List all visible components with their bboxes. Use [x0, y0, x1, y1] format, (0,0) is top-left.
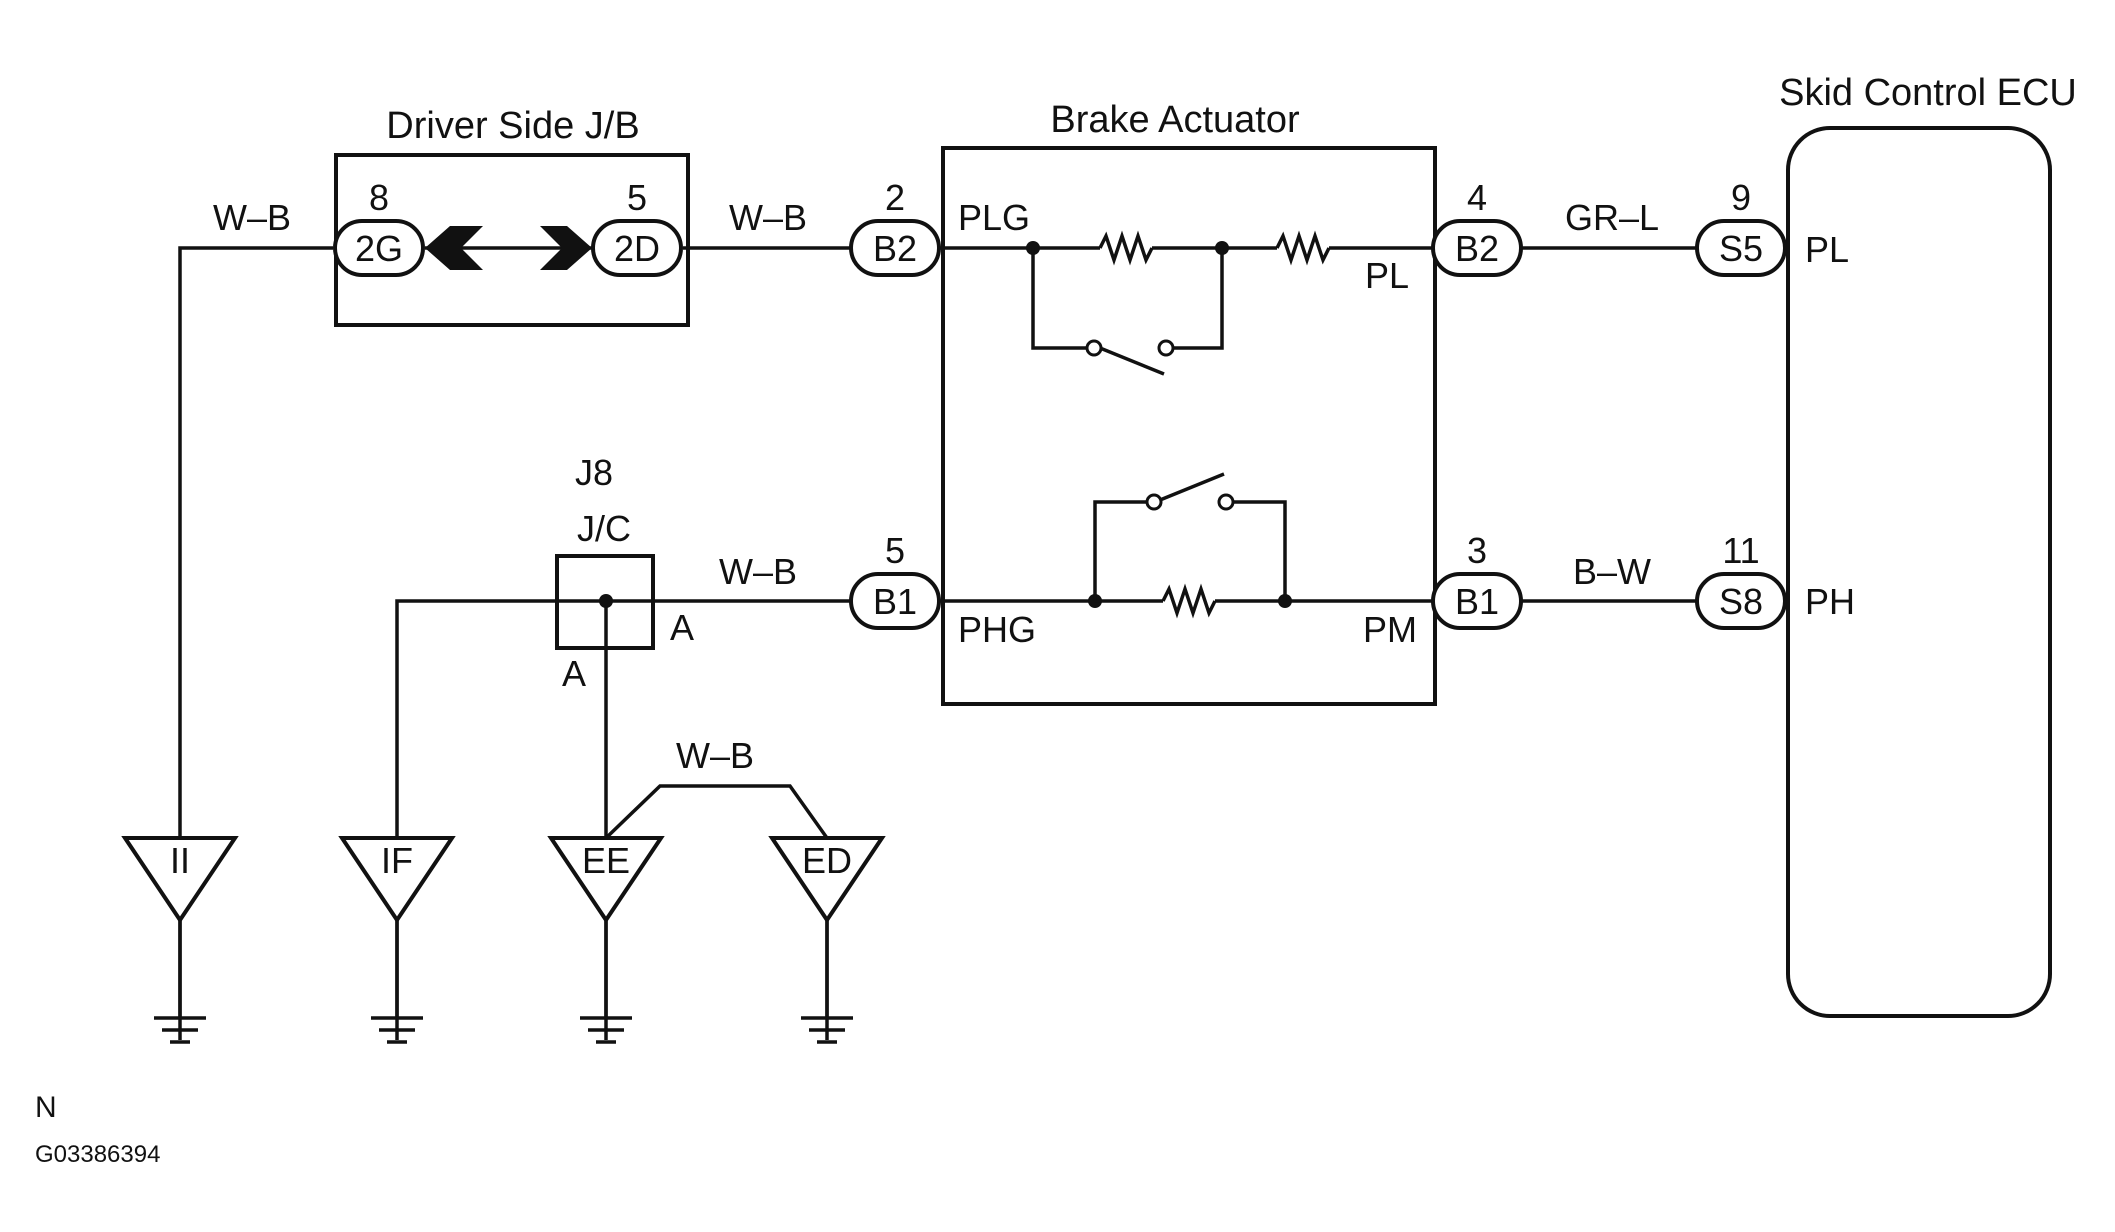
- connector-jb-2g: 2G8: [333, 177, 425, 277]
- actuator-box: [941, 146, 1437, 706]
- junction-dot: [599, 594, 613, 608]
- connector-body: [1695, 219, 1787, 277]
- connector-body: [591, 219, 683, 277]
- connector-code: B1: [873, 581, 917, 622]
- connector-pin-number: 5: [627, 177, 647, 218]
- connector-pin-number: 11: [1722, 530, 1759, 571]
- connector-act-pm-b1: B13: [1431, 530, 1523, 630]
- connector-pin-number: 9: [1731, 177, 1751, 218]
- wire-color-labels: W–B W–B W–B GR–L B–W W–B: [213, 197, 1659, 776]
- connector-body: [1431, 219, 1523, 277]
- terminal-plg: PLG: [958, 197, 1030, 238]
- actuator-title: Brake Actuator: [1050, 99, 1300, 141]
- act-upper-switch-loop: [1031, 248, 1088, 350]
- resistor-icon: [1161, 583, 1217, 619]
- connector-body: [1431, 572, 1523, 630]
- ground-if: IF: [338, 836, 456, 1044]
- grounds: II IF EE ED: [121, 836, 886, 1044]
- connector-act-phg-b1: B15: [849, 530, 941, 630]
- jc-terminal-a-right: A: [670, 607, 694, 648]
- ground-point-triangle: [121, 836, 239, 924]
- connector-code: B2: [1455, 228, 1499, 269]
- ground-point-label: II: [170, 840, 190, 881]
- ground-ee: EE: [547, 836, 665, 1044]
- connector-pin-number: 8: [369, 177, 389, 218]
- wire-color-actuator-to-ecu-pl: GR–L: [1565, 197, 1659, 238]
- connector-ecu-pl-s5: S59: [1695, 177, 1787, 277]
- connector-body: [849, 219, 941, 277]
- jc-box: [555, 554, 655, 650]
- connector-code: B1: [1455, 581, 1499, 622]
- wire-color-jc-to-actuator: W–B: [719, 551, 797, 592]
- chevron-left-icon: [425, 226, 483, 270]
- switch-contact: [1085, 339, 1103, 357]
- ground-ii: II: [121, 836, 239, 1044]
- connector-pin-number: 2: [885, 177, 905, 218]
- connector-code: B2: [873, 228, 917, 269]
- terminal-ph-ecu: PH: [1805, 581, 1855, 622]
- connector-body: [1695, 572, 1787, 630]
- wire-color-ii-to-jb: W–B: [213, 197, 291, 238]
- driver-side-jb: Driver Side J/B: [334, 105, 690, 327]
- wire-color-jb-to-actuator: W–B: [729, 197, 807, 238]
- figure-code: G03386394: [35, 1141, 160, 1168]
- connector-act-pl-b2: B24: [1431, 177, 1523, 277]
- jc-terminal-a-bottom: A: [562, 653, 586, 694]
- ground-point-label: ED: [802, 840, 852, 881]
- wire-ii-to-jb: [178, 246, 333, 1040]
- brake-actuator: Brake Actuator PLG PL PHG PM: [941, 99, 1437, 706]
- ground-ed: ED: [768, 836, 886, 1044]
- connector-pin-number: 5: [885, 530, 905, 571]
- junction-connector-j8: J8 J/C A A: [555, 452, 694, 694]
- jc-label: J/C: [577, 508, 631, 549]
- ecu-box: [1786, 126, 2052, 1018]
- jb-title: Driver Side J/B: [386, 105, 639, 147]
- connector-code: S8: [1719, 581, 1763, 622]
- wire-color-actuator-to-ecu-ph: B–W: [1573, 551, 1651, 592]
- terminal-pl-ecu: PL: [1805, 229, 1849, 270]
- switch-contact: [1157, 339, 1175, 357]
- act-upper-switch-return: [1173, 248, 1224, 350]
- switch-contact: [1217, 493, 1235, 511]
- connector-code: 2G: [355, 228, 403, 269]
- resistor-icon: [1275, 230, 1331, 266]
- connector-pin-number: 3: [1467, 530, 1487, 571]
- chevron-right-icon: [540, 226, 592, 270]
- wire-ee-to-ed: [604, 784, 829, 840]
- switch-contact: [1145, 493, 1163, 511]
- switch-icon: [1099, 346, 1165, 376]
- wire-color-ee-to-ed: W–B: [676, 735, 754, 776]
- terminal-pl-actuator: PL: [1365, 255, 1409, 296]
- switch-icon: [1159, 472, 1225, 502]
- jc-id: J8: [575, 452, 613, 493]
- resistor-icon: [1098, 230, 1154, 266]
- connector-jb-2d: 2D5: [591, 177, 683, 277]
- ground-point-triangle: [338, 836, 456, 924]
- ecu-title: Skid Control ECU: [1779, 72, 2077, 114]
- ground-point-triangle: [768, 836, 886, 924]
- connector-act-plg-b2: B22: [849, 177, 941, 277]
- connector-code: S5: [1719, 228, 1763, 269]
- terminal-pm: PM: [1363, 609, 1417, 650]
- skid-control-ecu: Skid Control ECU PL PH: [1779, 72, 2077, 1018]
- act-lower-switch-return: [1233, 500, 1287, 601]
- footer-letter: N: [35, 1091, 57, 1124]
- connector-body: [849, 572, 941, 630]
- connector-body: [333, 219, 425, 277]
- connector-code: 2D: [614, 228, 660, 269]
- act-lower-switch-loop: [1093, 500, 1148, 601]
- ground-point-label: IF: [381, 840, 413, 881]
- ground-point-triangle: [547, 836, 665, 924]
- connector-pin-number: 4: [1467, 177, 1487, 218]
- terminal-phg: PHG: [958, 609, 1036, 650]
- ground-point-label: EE: [582, 840, 630, 881]
